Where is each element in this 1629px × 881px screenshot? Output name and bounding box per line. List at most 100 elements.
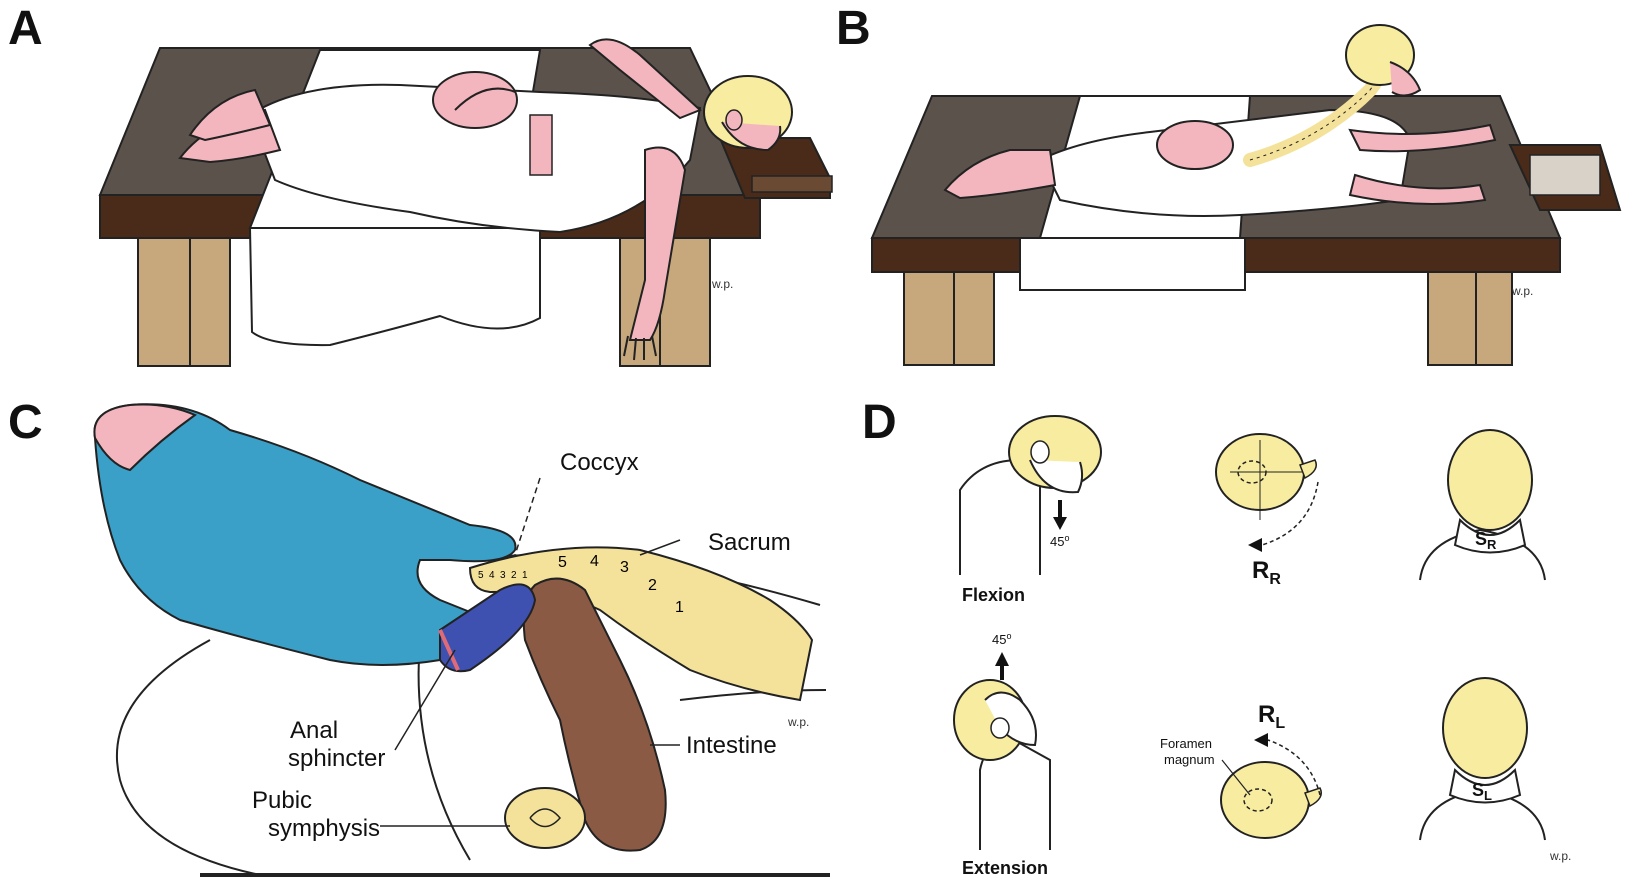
neck [1448, 767, 1522, 804]
sacral-segment-number: 2 [648, 577, 657, 594]
patient-arm [1348, 123, 1497, 153]
patient-arm [1348, 173, 1487, 205]
patient-waist [529, 114, 553, 176]
back-head [1442, 677, 1528, 779]
rotation-right-head: RR [1215, 433, 1319, 588]
patient-face [1389, 61, 1422, 97]
rotation-left-head: RL Foramen magnum [1160, 701, 1322, 839]
signature: w.p. [711, 277, 733, 291]
sacrum-leader [639, 539, 681, 556]
ear [725, 109, 743, 131]
drape-hanging [248, 227, 541, 347]
panel-a-letter: A [8, 2, 43, 55]
label-pubic: Pubic [252, 787, 312, 814]
arrow-down-head [1053, 517, 1067, 530]
headrest-pad [1529, 154, 1601, 196]
table-leg [189, 235, 231, 367]
nose [1299, 459, 1317, 480]
body-outline [115, 639, 261, 876]
label-sphincter: sphincter [288, 745, 385, 772]
table-leg [903, 269, 955, 366]
patient-leg [188, 88, 272, 142]
sphincter-leader [394, 649, 456, 751]
label-foramen: Foramen [1160, 736, 1212, 751]
label-symphysis: symphysis [268, 815, 380, 842]
label-flexion: Flexion [962, 585, 1025, 605]
shoulders [1419, 528, 1546, 581]
label-sl: SL [1472, 780, 1492, 803]
patient-arm [628, 146, 687, 341]
patient-arm [588, 38, 702, 120]
coccygeal-segment-number: 3 [500, 570, 506, 581]
face [984, 691, 1037, 747]
label-anal: Anal [290, 717, 338, 744]
neck [1453, 517, 1527, 554]
table-leg [137, 235, 194, 367]
label-rl: RL [1258, 701, 1285, 732]
panel-d-letter: D [862, 396, 897, 449]
flexion-figure: 45o Flexion [959, 415, 1102, 605]
drape-hanging [1019, 237, 1246, 291]
patient-leg [943, 149, 1057, 200]
coccygeal-segment-number: 2 [511, 570, 517, 581]
table-leg [1475, 269, 1513, 366]
sacral-segment-number: 1 [675, 599, 684, 616]
sacral-segment-number: 5 [558, 554, 567, 571]
label-sacrum: Sacrum [708, 529, 791, 556]
body-outline [417, 639, 471, 861]
coccygeal-segment-number: 4 [489, 570, 495, 581]
cot-band [438, 629, 460, 671]
signature: w.p. [1549, 849, 1571, 863]
ear [990, 717, 1010, 739]
sacral-segment-number: 4 [590, 553, 599, 570]
coccygeal-segment-number: 1 [522, 570, 528, 581]
finger-cot [439, 583, 537, 673]
foramen-leader [1221, 759, 1251, 796]
rotation-arc [1261, 481, 1319, 546]
patient-buttocks [1156, 120, 1234, 170]
rotation-arc [1267, 739, 1321, 796]
rotation-arrow [1248, 538, 1262, 552]
face [1029, 459, 1084, 494]
label-magnum: magnum [1164, 752, 1215, 767]
coccygeal-segment-number: 5 [478, 570, 484, 581]
flexion-angle: 45o [1050, 533, 1069, 549]
label-extension: Extension [962, 858, 1048, 878]
spine-segments [1249, 54, 1389, 161]
pubic-symphysis [504, 787, 586, 849]
coccyx-leader [514, 477, 541, 556]
label-intestine: Intestine [686, 732, 777, 759]
back-head [1447, 429, 1533, 531]
table-leg [1427, 269, 1477, 366]
panel-b: B w.p. [836, 2, 1622, 366]
glute-line [454, 87, 516, 111]
ear [1030, 440, 1050, 464]
panel-c-letter: C [8, 396, 43, 449]
side-bend-left-head: SL [1419, 677, 1546, 841]
signature: w.p. [787, 715, 809, 729]
fingers [623, 335, 657, 361]
label-rr: RR [1252, 557, 1281, 588]
signature: w.p. [1511, 284, 1533, 298]
pubic-detail [529, 808, 561, 828]
patient-buttocks [432, 71, 518, 129]
panel-d: D 45o Flexion 45o Extension [862, 396, 1571, 878]
label-coccyx: Coccyx [560, 449, 639, 476]
intestine [522, 577, 667, 852]
wrist-skin [93, 403, 198, 472]
panel-a: A w.p. [8, 2, 833, 367]
extension-angle: 45o [992, 631, 1011, 647]
body-outline [679, 689, 827, 701]
gloved-hand [93, 403, 517, 666]
side-bend-right-head: SR [1419, 429, 1546, 581]
nose [1304, 787, 1322, 808]
rotation-arrow [1254, 733, 1268, 747]
sacral-segment-number: 3 [620, 559, 629, 576]
patient-gown [248, 83, 702, 234]
extension-figure: 45o Extension [953, 631, 1051, 878]
headrest-bar [751, 175, 833, 193]
panel-b-letter: B [836, 2, 871, 55]
